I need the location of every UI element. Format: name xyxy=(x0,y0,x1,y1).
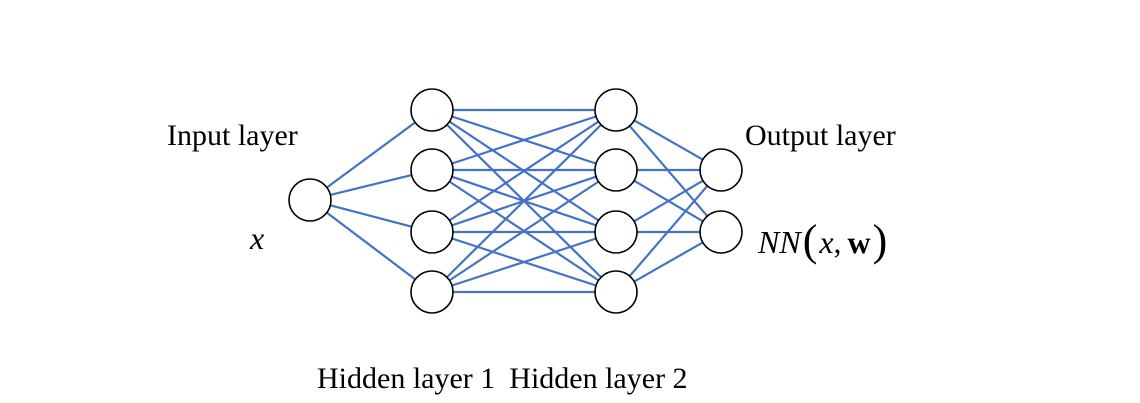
edge-input-1-to-hidden1-1 xyxy=(326,121,416,189)
hidden2-node-1 xyxy=(594,88,638,132)
edge-hidden2-4-to-output-1 xyxy=(628,185,709,277)
output-function-name: NN xyxy=(758,223,801,260)
input-variable-label: x xyxy=(250,220,265,256)
output-node-1 xyxy=(699,148,743,192)
edge-input-1-to-hidden1-2 xyxy=(330,173,412,197)
input-node-1 xyxy=(288,178,332,222)
edge-hidden2-1-to-output-1 xyxy=(633,119,704,161)
hidden2-node-2 xyxy=(594,148,638,192)
input-layer-label: Input layer xyxy=(167,119,298,152)
hidden2-node-3 xyxy=(594,210,638,254)
edge-hidden1-3-to-hidden2-1 xyxy=(448,120,600,222)
hidden2-node-4 xyxy=(594,270,638,314)
connection-edges xyxy=(326,108,709,294)
edge-input-1-to-hidden1-3 xyxy=(330,204,412,228)
hidden1-node-4 xyxy=(410,270,454,314)
network-nodes xyxy=(288,88,743,314)
edge-hidden2-3-to-output-1 xyxy=(633,179,704,223)
output-function-comma: , xyxy=(833,223,842,260)
edge-hidden1-4-to-hidden2-2 xyxy=(448,180,600,282)
edge-input-1-to-hidden1-4 xyxy=(326,211,416,281)
close-paren: ) xyxy=(872,216,888,265)
hidden-layer-2-label: Hidden layer 2 xyxy=(509,362,688,395)
output-function-label: NN ( x , w ) xyxy=(758,216,889,265)
output-node-2 xyxy=(699,210,743,254)
hidden1-node-1 xyxy=(410,88,454,132)
output-function-arg-x: x xyxy=(819,223,834,260)
edge-hidden1-2-to-hidden2-1 xyxy=(451,115,597,165)
hidden1-node-2 xyxy=(410,148,454,192)
edge-hidden2-4-to-output-2 xyxy=(633,241,704,283)
edge-hidden1-4-to-hidden2-1 xyxy=(446,123,602,279)
open-paren: ( xyxy=(802,216,818,265)
hidden-layer-1-label: Hidden layer 1 xyxy=(317,362,496,395)
output-layer-label: Output layer xyxy=(745,119,896,152)
output-function-arg-w: w xyxy=(847,223,871,260)
hidden1-node-3 xyxy=(410,210,454,254)
edge-hidden1-4-to-hidden2-3 xyxy=(451,237,597,287)
hidden-layer-labels: Hidden layer 1 Hidden layer 2 xyxy=(317,364,688,394)
